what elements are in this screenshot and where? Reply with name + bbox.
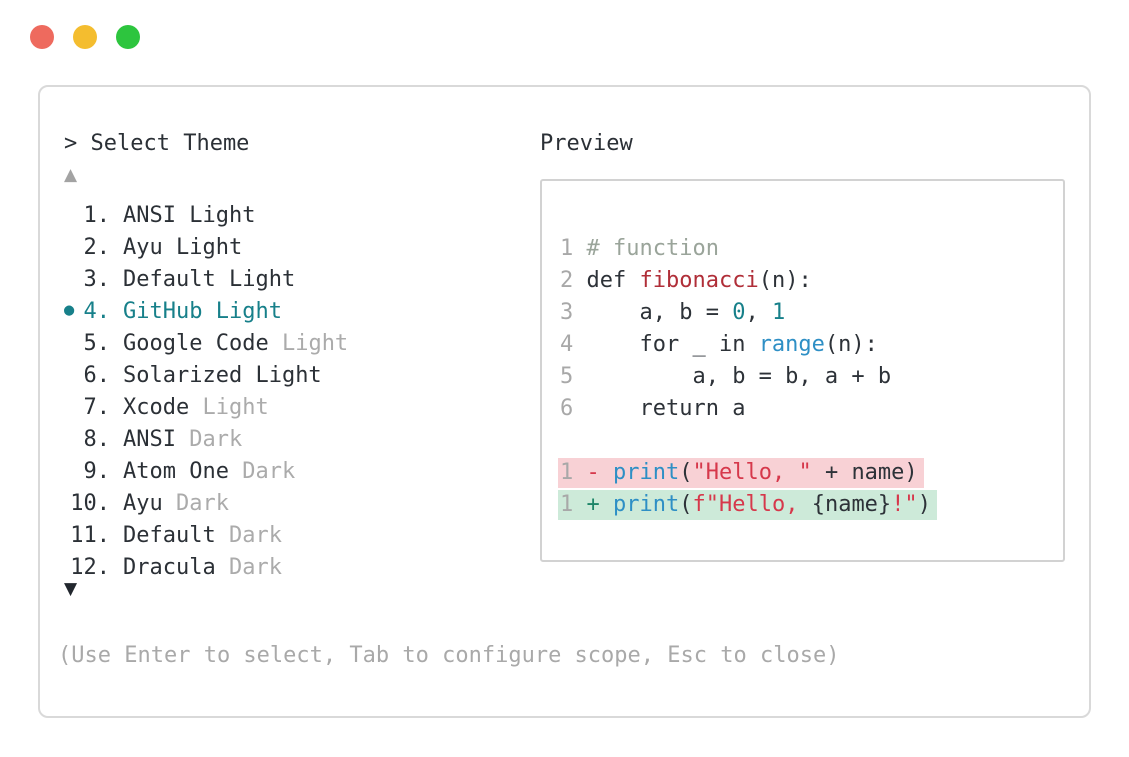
theme-item-label: Solarized Light: [123, 362, 322, 388]
theme-list-item[interactable]: 6. Solarized Light: [40, 359, 510, 391]
theme-item-label: Dracula Dark: [123, 554, 282, 580]
theme-item-label: ANSI Dark: [123, 426, 243, 452]
code-line: 6 return a: [560, 396, 746, 421]
theme-item-number: 8.: [83, 426, 111, 452]
theme-list-item[interactable]: 12. Dracula Dark: [40, 551, 510, 583]
selected-bullet-icon: ●: [64, 300, 75, 320]
theme-item-variant: Light: [281, 330, 349, 356]
theme-item-variant: Dark: [175, 490, 229, 516]
theme-item-label: Atom One Dark: [123, 458, 296, 484]
theme-list-item[interactable]: 9. Atom One Dark: [40, 455, 510, 487]
code-line: 3 a, b = 0, 1: [560, 300, 786, 325]
line-number: 1: [560, 492, 574, 517]
theme-item-label: Default Dark: [123, 522, 282, 548]
diff-added-line: 1 + print(f"Hello, {name}!"): [558, 490, 937, 520]
code-row: 4 for _ in range(n):: [560, 329, 1063, 361]
code-preview-pane: 1 # function 2 def fibonacci(n): 3 a, b = …: [540, 179, 1065, 562]
code-row: 1 + print(f"Hello, {name}!"): [558, 489, 1063, 521]
line-number: 2: [560, 268, 574, 293]
theme-item-number: 6.: [83, 362, 111, 388]
theme-item-variant: Dark: [189, 426, 243, 452]
scroll-down-icon[interactable]: ▼: [64, 579, 78, 599]
theme-item-number: 12.: [70, 554, 110, 580]
theme-list-item[interactable]: 7. Xcode Light: [40, 391, 510, 423]
theme-list-item[interactable]: 8. ANSI Dark: [40, 423, 510, 455]
theme-item-number: 1.: [83, 202, 111, 228]
help-text: (Use Enter to select, Tab to configure s…: [58, 643, 840, 668]
theme-item-variant: Dark: [228, 522, 282, 548]
theme-item-label: Xcode Light: [123, 394, 269, 420]
theme-picker-window: > Select Theme Preview ▲ 1. ANSI Light 2. A…: [38, 85, 1091, 718]
theme-list-item[interactable]: ● 4. GitHub Light: [40, 295, 510, 327]
theme-item-variant: Light: [228, 266, 296, 292]
theme-list-item[interactable]: 5. Google Code Light: [40, 327, 510, 359]
theme-item-number: 9.: [83, 458, 111, 484]
scroll-up-icon[interactable]: ▲: [64, 165, 78, 185]
theme-item-label: Ayu Light: [123, 234, 243, 260]
code-row: 1 - print("Hello, " + name): [558, 457, 1063, 489]
theme-item-number: 10.: [70, 490, 110, 516]
code-line: 4 for _ in range(n):: [560, 332, 878, 357]
code-line: 2 def fibonacci(n):: [560, 268, 812, 293]
theme-list-item[interactable]: 3. Default Light: [40, 263, 510, 295]
theme-item-number: 5.: [83, 330, 111, 356]
theme-item-variant: Light: [202, 394, 269, 420]
code-row: 5 a, b = b, a + b: [560, 361, 1063, 393]
theme-item-number: 11.: [70, 522, 110, 548]
theme-item-label: ANSI Light: [123, 202, 256, 228]
select-theme-prompt: > Select Theme: [64, 131, 250, 156]
theme-item-variant: Dark: [228, 554, 282, 580]
code-row: 6 return a: [560, 393, 1063, 425]
theme-item-variant: Light: [189, 202, 256, 228]
theme-item-variant: Dark: [242, 458, 296, 484]
theme-item-label: Default Light: [123, 266, 296, 292]
theme-list-item[interactable]: 2. Ayu Light: [40, 231, 510, 263]
line-number: 4: [560, 332, 574, 357]
theme-list-item[interactable]: 1. ANSI Light: [40, 199, 510, 231]
code-row: 2 def fibonacci(n):: [560, 265, 1063, 297]
code-row: [560, 425, 1063, 457]
window-controls: [30, 25, 140, 49]
diff-removed-line: 1 - print("Hello, " + name): [558, 458, 924, 488]
theme-item-number: 7.: [83, 394, 111, 420]
zoom-button[interactable]: [116, 25, 140, 49]
minimize-button[interactable]: [73, 25, 97, 49]
theme-item-number: 3.: [83, 266, 111, 292]
theme-item-number: 4.: [83, 298, 111, 324]
line-number: 1: [560, 460, 574, 485]
line-number: 1: [560, 236, 574, 261]
line-number: 3: [560, 300, 574, 325]
theme-item-variant: Light: [215, 298, 282, 324]
close-button[interactable]: [30, 25, 54, 49]
code-row: 1 # function: [560, 233, 1063, 265]
line-number: 5: [560, 364, 574, 389]
code-line: 1 # function: [560, 236, 719, 261]
theme-list: 1. ANSI Light 2. Ayu Light 3. Default Light ● 4…: [40, 199, 510, 583]
theme-item-variant: Light: [175, 234, 243, 260]
code-line: 5 a, b = b, a + b: [560, 364, 892, 389]
line-number: 6: [560, 396, 574, 421]
theme-item-label: Google Code Light: [123, 330, 349, 356]
code-row: 3 a, b = 0, 1: [560, 297, 1063, 329]
theme-item-number: 2.: [83, 234, 111, 260]
theme-list-item[interactable]: 11. Default Dark: [40, 519, 510, 551]
theme-item-variant: Light: [255, 362, 322, 388]
theme-item-label: Ayu Dark: [123, 490, 229, 516]
preview-title: Preview: [540, 131, 633, 156]
theme-list-item[interactable]: 10. Ayu Dark: [40, 487, 510, 519]
theme-item-label: GitHub Light: [123, 298, 282, 324]
